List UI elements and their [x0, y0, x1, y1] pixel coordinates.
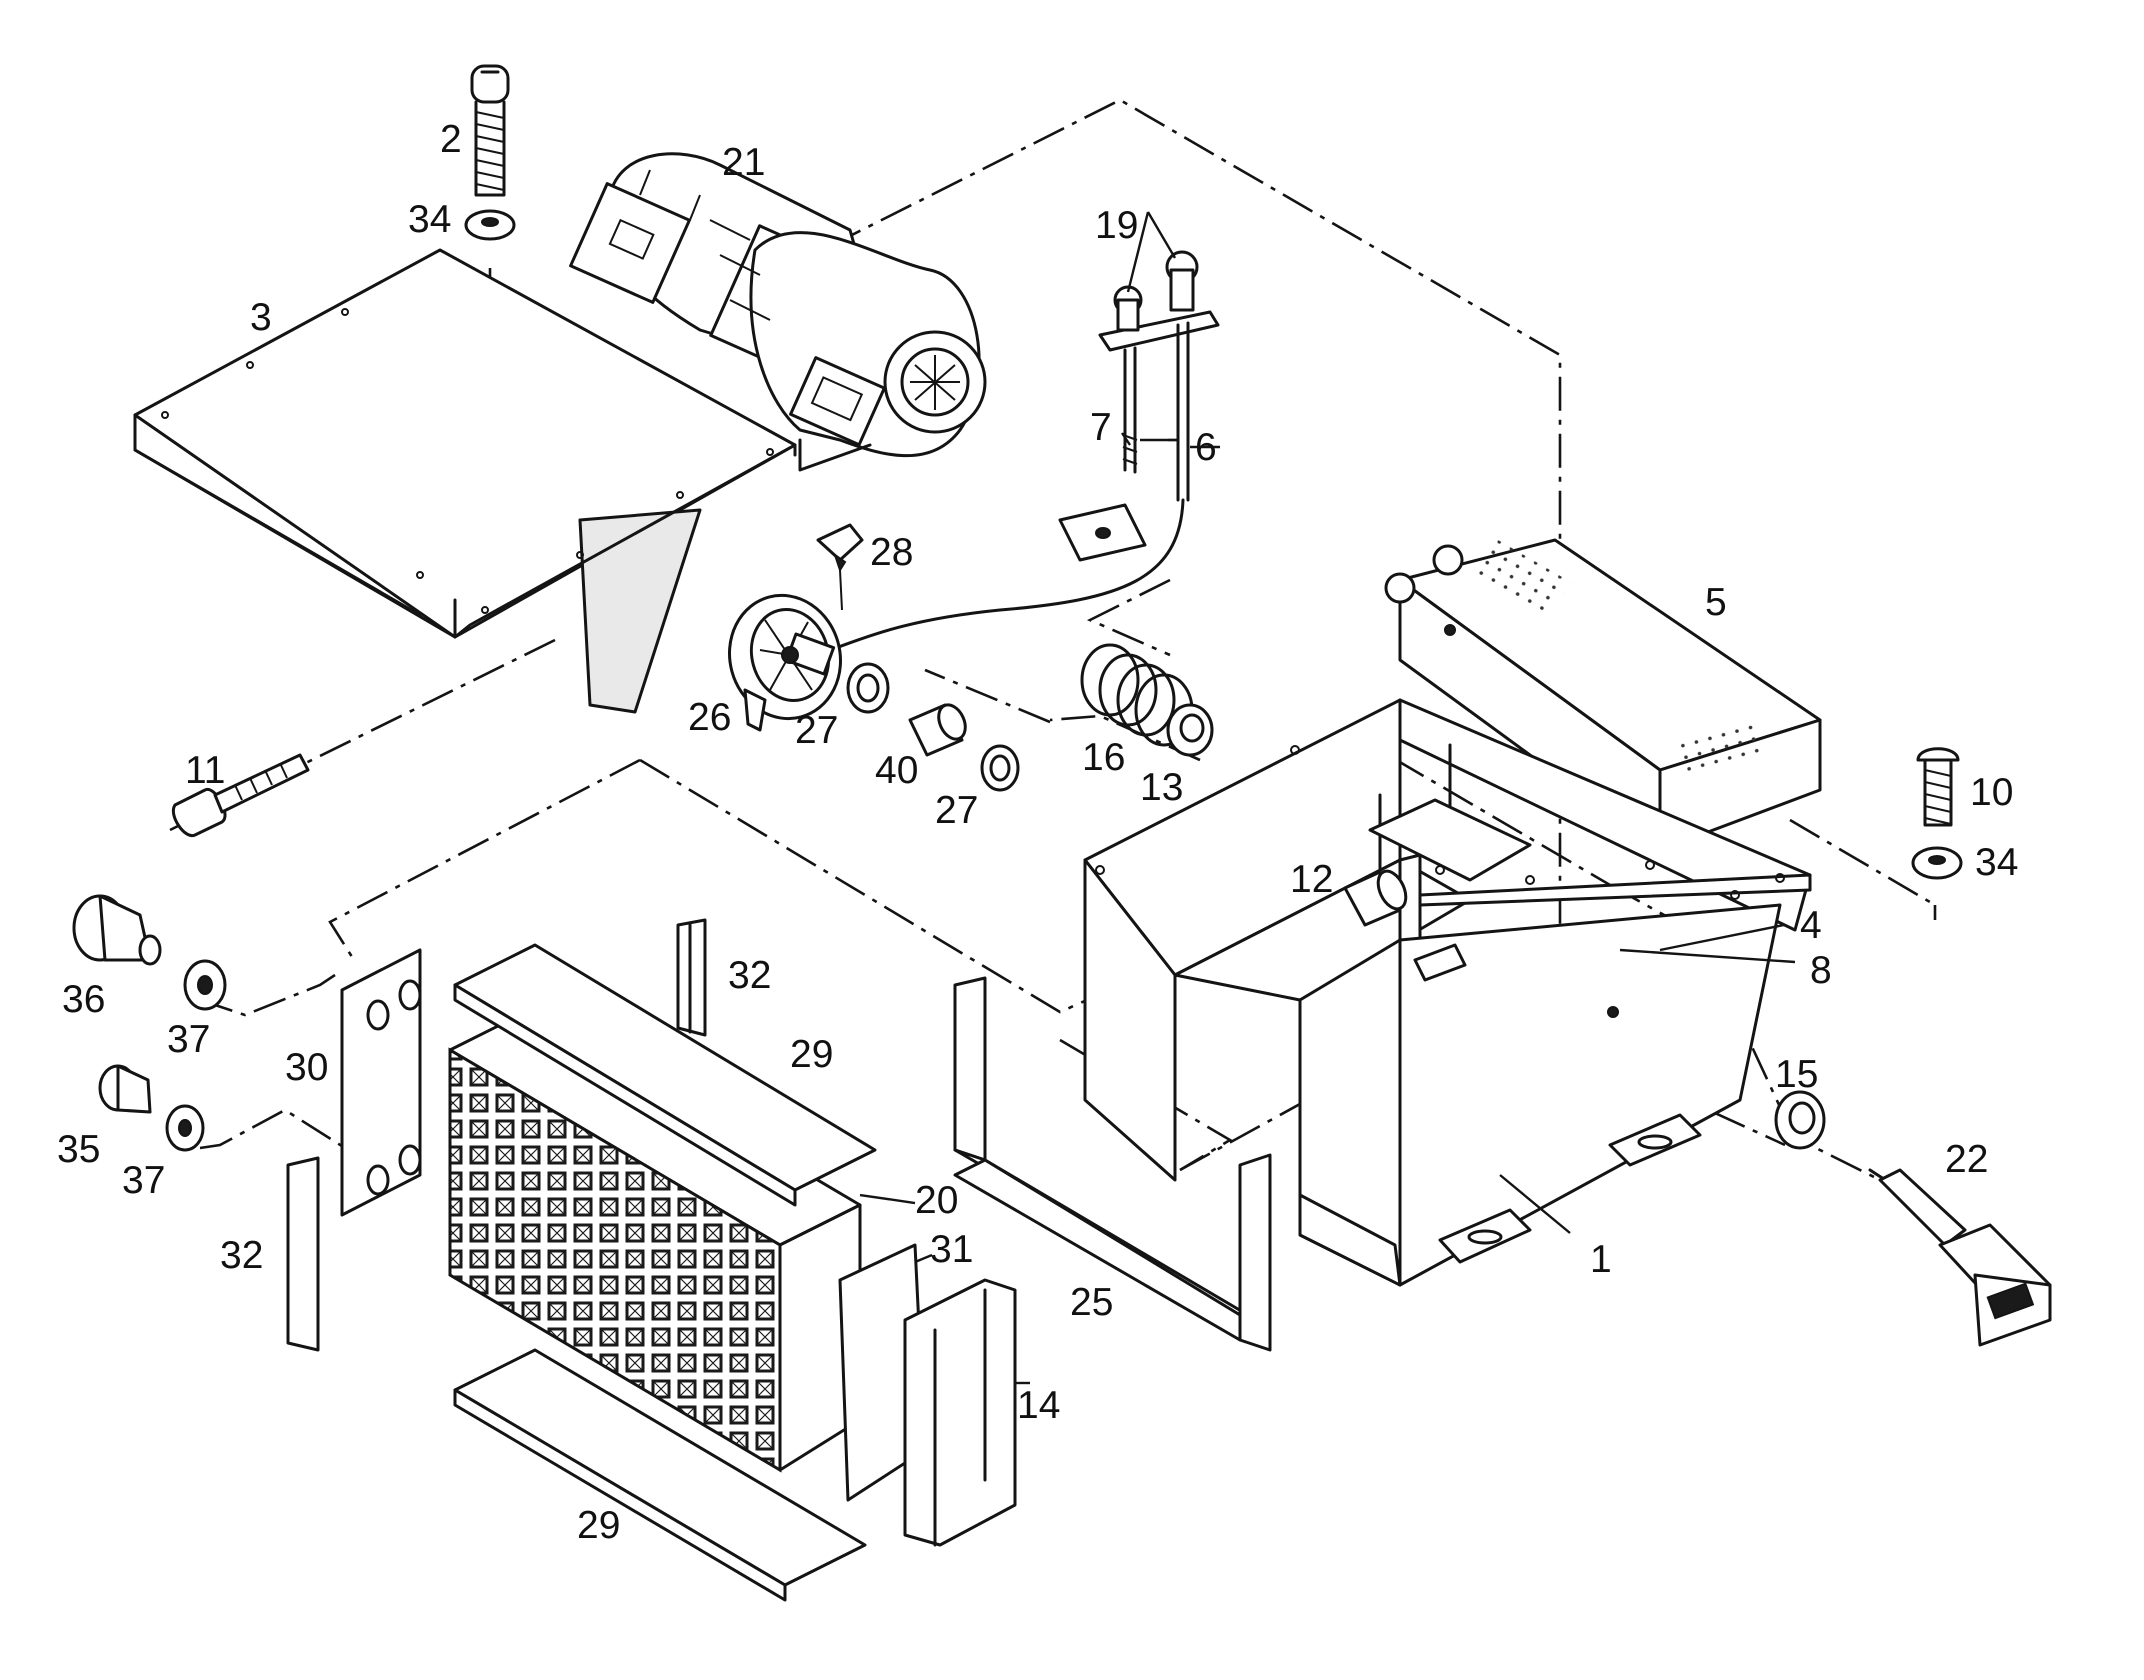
thermostat-switch	[728, 593, 842, 732]
callout-2: 2	[440, 118, 462, 161]
spring-16	[1080, 643, 1194, 747]
heater-core-20	[448, 1008, 862, 1473]
callout-32a: 32	[728, 954, 771, 997]
callout-4: 4	[1800, 904, 1822, 947]
cable-connector-22	[1868, 1168, 2052, 1347]
callout-20: 20	[915, 1179, 958, 1222]
callout-29a: 29	[790, 1033, 833, 1076]
bushing-13	[1166, 703, 1214, 757]
spacer-27-lower	[980, 744, 1020, 792]
washer-37-upper	[183, 959, 227, 1011]
callout-12: 12	[1290, 858, 1333, 901]
callout-29b: 29	[577, 1504, 620, 1547]
screw-10	[1916, 747, 1960, 827]
callout-13: 13	[1140, 766, 1183, 809]
fitting-36	[72, 894, 162, 966]
fitting-35	[98, 1064, 152, 1114]
callout-15: 15	[1775, 1053, 1818, 1096]
gasket-29-top	[453, 943, 877, 1207]
u-frame	[953, 976, 1272, 1352]
blower-motor	[569, 152, 987, 472]
callout-7: 7	[1090, 406, 1112, 449]
callout-30: 30	[285, 1046, 328, 1089]
callout-37a: 37	[167, 1018, 210, 1061]
strip-32-upper	[676, 918, 707, 1037]
callout-6: 6	[1195, 426, 1217, 469]
callout-26: 26	[688, 696, 731, 739]
callout-22: 22	[1945, 1138, 1988, 1181]
callout-16: 16	[1082, 736, 1125, 779]
housing	[1083, 698, 1812, 1287]
grommet-15	[1774, 1090, 1826, 1150]
strip-32-lower	[286, 1156, 320, 1352]
callout-19: 19	[1095, 204, 1138, 247]
callout-31: 31	[930, 1228, 973, 1271]
callout-35: 35	[57, 1128, 100, 1171]
thermostat-bracket	[828, 250, 1220, 652]
callout-8: 8	[1810, 949, 1832, 992]
callout-34b: 34	[1975, 841, 2018, 884]
washer-34-top	[464, 209, 516, 241]
callout-1: 1	[1590, 1238, 1612, 1281]
screw-2	[470, 64, 510, 197]
callout-21: 21	[722, 141, 765, 184]
spacer-27-upper	[846, 662, 890, 714]
washer-34-right	[1911, 846, 1963, 880]
callout-27b: 27	[935, 789, 978, 832]
top-cover-plate	[133, 248, 797, 714]
callout-32b: 32	[220, 1234, 263, 1277]
callout-36: 36	[62, 978, 105, 1021]
callout-5: 5	[1705, 581, 1727, 624]
callout-labels: 1 2 3 4 5 6 7 8 10 11 12 13 14 15 16 19 …	[57, 118, 2018, 1547]
clip-28	[816, 523, 864, 611]
side-plate-30	[340, 948, 422, 1217]
sleeve-40	[908, 703, 967, 757]
control-box	[1384, 537, 1822, 852]
callout-3: 3	[250, 296, 272, 339]
callout-25: 25	[1070, 1281, 1113, 1324]
callout-34a: 34	[408, 198, 451, 241]
channel-14	[903, 1278, 1017, 1547]
callout-37b: 37	[122, 1159, 165, 1202]
gasket-29-bottom	[453, 1348, 867, 1602]
callout-40: 40	[875, 749, 918, 792]
callout-10: 10	[1970, 771, 2013, 814]
leader-lines	[859, 211, 1796, 1385]
callout-28: 28	[870, 531, 913, 574]
bolt-11	[171, 753, 310, 838]
washer-37-lower	[165, 1104, 205, 1152]
resistor-12	[1343, 869, 1467, 982]
callout-27a: 27	[795, 709, 838, 752]
callout-14: 14	[1017, 1384, 1060, 1427]
callout-11: 11	[185, 749, 226, 792]
